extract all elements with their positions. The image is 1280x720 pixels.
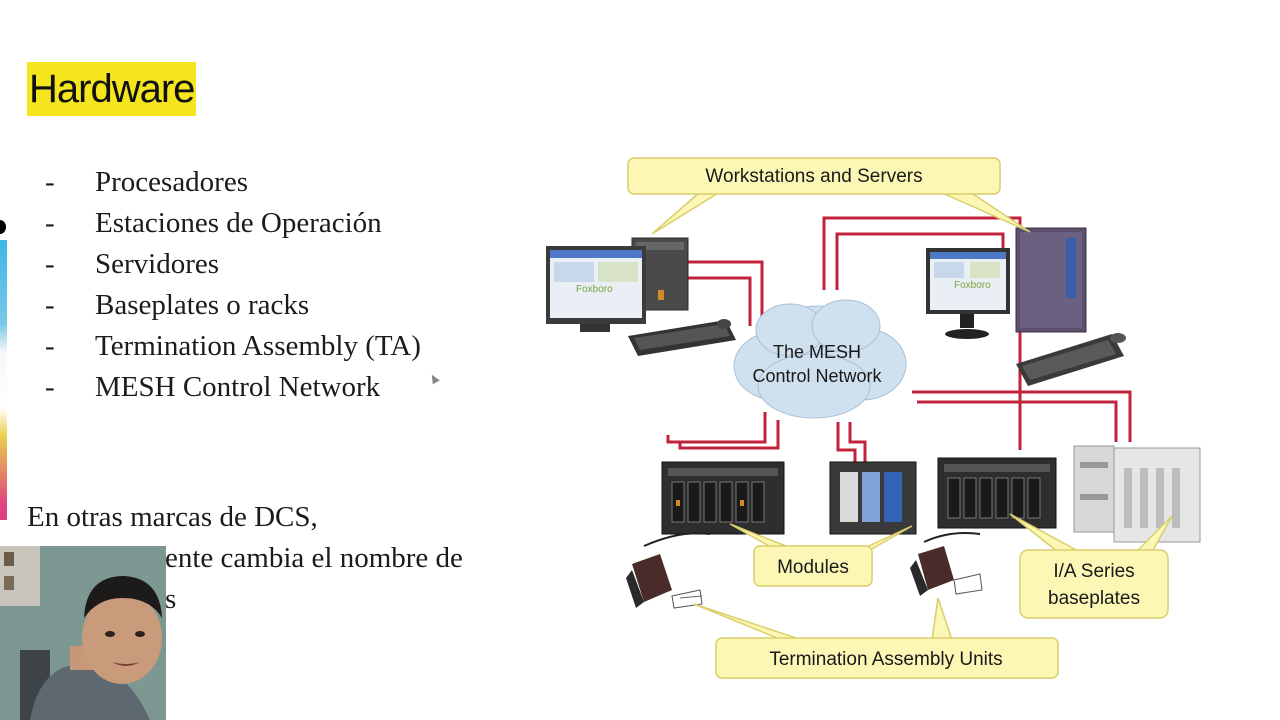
mesh-cloud: The MESH Control Network <box>733 299 907 419</box>
bullet-dash: - <box>45 289 55 321</box>
baseplate-left <box>661 461 785 535</box>
list-item-label: Estaciones de Operación <box>95 207 382 239</box>
screen-brand-left: Foxboro <box>576 284 613 295</box>
termination-unit-right <box>910 532 983 596</box>
bullet-dash: - <box>45 371 55 403</box>
screen-brand-right: Foxboro <box>954 280 991 291</box>
callout-termination-label: Termination Assembly Units <box>769 649 1002 670</box>
callout-pointers <box>651 191 1173 641</box>
network-wires <box>666 216 1132 468</box>
list-item: - Termination Assembly (TA) <box>45 326 421 367</box>
hardware-list: - Procesadores - Estaciones de Operación -… <box>45 162 421 408</box>
bullet-dash: - <box>45 330 55 362</box>
bullet-dash: - <box>45 207 55 239</box>
list-item-label: Baseplates o racks <box>95 289 310 321</box>
list-item: - Baseplates o racks <box>45 285 421 326</box>
list-item: - Procesadores <box>45 162 421 203</box>
mesh-label-line1: The MESH <box>773 342 861 362</box>
callout-ia-series: I/A Series baseplates <box>1019 549 1169 619</box>
list-item-label: Servidores <box>95 248 220 280</box>
paragraph-line: En otras marcas de DCS, <box>27 501 318 533</box>
left-edge-strip <box>0 240 7 520</box>
list-item: - Estaciones de Operación <box>45 203 421 244</box>
network-diagram: Foxboro Foxboro The MESH Contro <box>546 157 1201 679</box>
ia-series-rack <box>1073 445 1201 543</box>
callout-workstations: Workstations and Servers <box>627 157 1001 195</box>
callout-ia-label-line2: baseplates <box>1048 588 1140 609</box>
list-item: - Servidores <box>45 244 421 285</box>
bullet-dash: - <box>45 248 55 280</box>
list-item-label: Termination Assembly (TA) <box>95 330 421 362</box>
callout-modules: Modules <box>753 545 873 587</box>
mesh-label-line2: Control Network <box>752 366 882 386</box>
edge-dot <box>0 220 6 234</box>
termination-unit-left <box>626 532 711 609</box>
list-item-label: MESH Control Network <box>95 371 381 403</box>
workstation-left: Foxboro <box>546 237 736 356</box>
callout-termination: Termination Assembly Units <box>715 637 1059 679</box>
bullet-dash: - <box>45 166 55 198</box>
paragraph-line: s <box>165 583 177 615</box>
slide-title: Hardware <box>27 62 197 116</box>
webcam-overlay <box>0 546 166 720</box>
list-item-label: Procesadores <box>95 166 249 198</box>
server-right: Foxboro <box>926 227 1126 386</box>
paragraph: En otras marcas de DCS, ente cambia el n… <box>27 497 527 620</box>
presenter-image <box>0 546 166 720</box>
modules-rack <box>829 461 917 535</box>
list-item: - MESH Control Network <box>45 367 421 408</box>
callout-workstations-label: Workstations and Servers <box>705 166 922 187</box>
baseplate-center <box>937 457 1057 529</box>
paragraph-line: ente cambia el nombre de <box>165 542 463 574</box>
callout-modules-label: Modules <box>777 557 849 578</box>
mouse-cursor-icon <box>428 372 440 385</box>
callout-ia-label-line1: I/A Series <box>1053 561 1134 582</box>
